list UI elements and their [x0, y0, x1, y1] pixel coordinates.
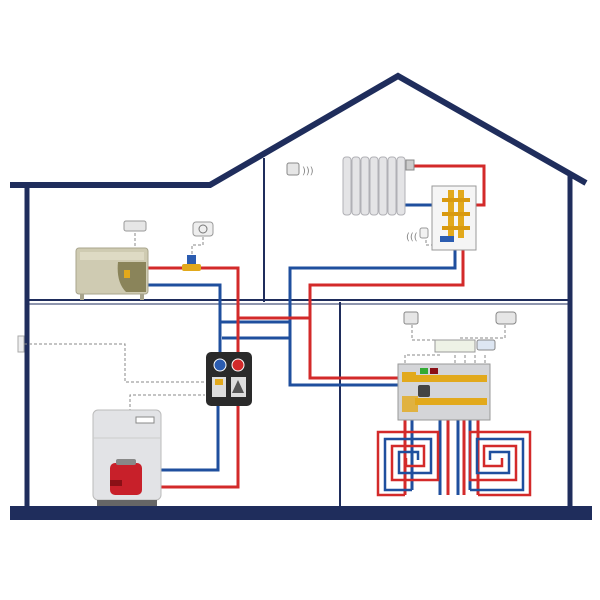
underfloor-manifold-cabinet [397, 363, 491, 421]
wireless-signal-icon: ))) [302, 166, 314, 177]
room-sensor-icon [286, 162, 300, 176]
room-thermostat-icon [192, 221, 214, 237]
control-module [476, 339, 496, 351]
radiator [342, 156, 406, 216]
pump-mixing-station [206, 352, 252, 406]
wiring-center [434, 339, 476, 353]
house-outline [10, 72, 588, 508]
convector-heater [75, 247, 149, 300]
burner [110, 459, 142, 495]
thermostat-dial-icon [198, 224, 208, 234]
room-sensor-icon [495, 311, 517, 325]
wall-sensor [17, 335, 25, 353]
foundation-floor [10, 506, 592, 520]
radiator-valve [405, 159, 415, 171]
radiator-manifold-cabinet [431, 185, 477, 251]
convector-control-icon [123, 220, 147, 232]
wireless-receiver [419, 227, 429, 239]
room-sensor-icon [403, 311, 419, 325]
wireless-signal-icon: ((( [406, 232, 418, 243]
underfloor-loop-right [468, 430, 532, 497]
thermostatic-valve [182, 255, 201, 271]
underfloor-loop-left [376, 430, 440, 497]
supply-pipes [148, 164, 486, 495]
